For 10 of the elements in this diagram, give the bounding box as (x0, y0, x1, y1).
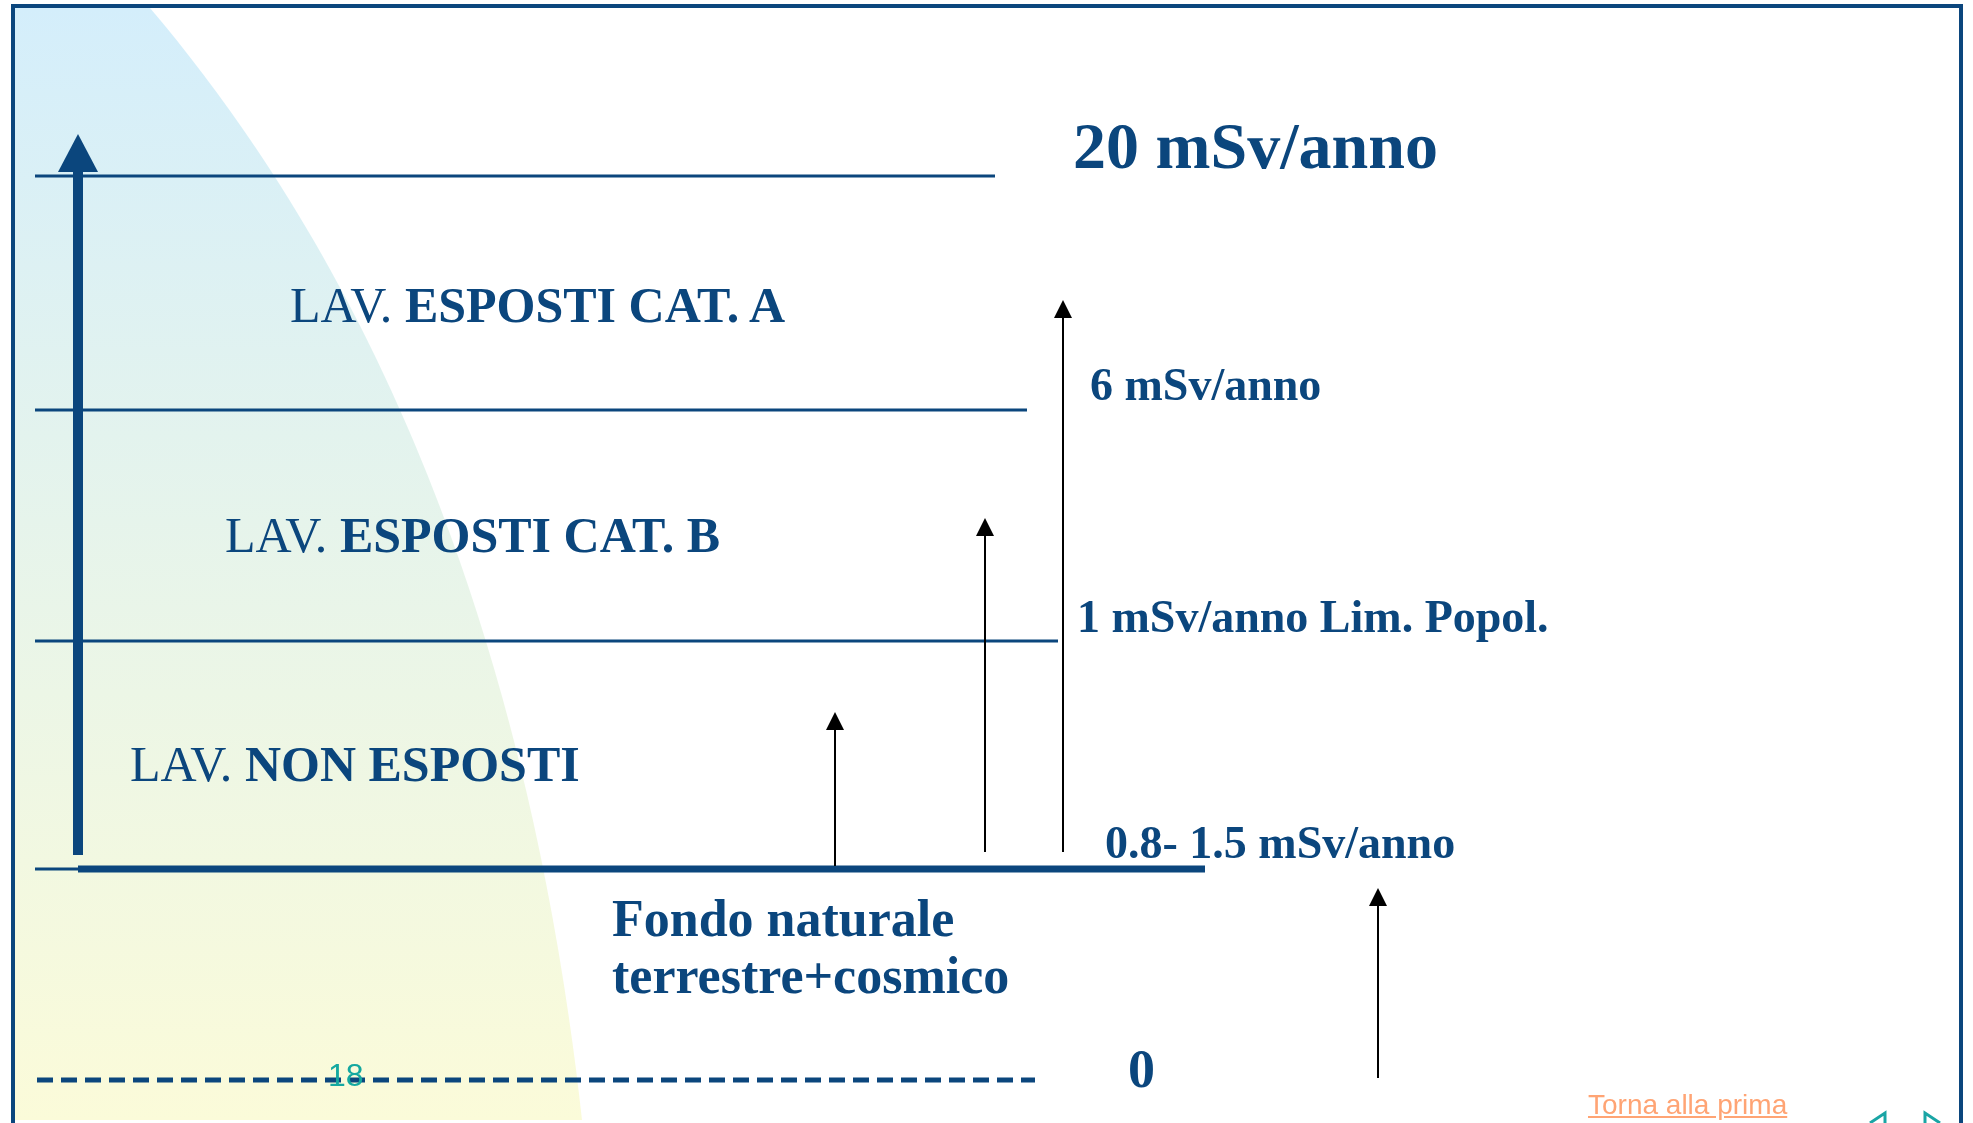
category-label: LAV. ESPOSTI CAT. B (225, 508, 721, 563)
background-label: Fondo naturale terrestre+cosmico (612, 890, 1011, 1005)
dose-value: 6 mSv/anno (1090, 360, 1322, 411)
back-link: Torna alla prima (1588, 1090, 1788, 1121)
category-label: LAV. NON ESPOSTI (130, 737, 580, 792)
dose-value: 1 mSv/anno Lim. Popol. (1077, 592, 1549, 643)
dose-value: 20 mSv/anno (1073, 110, 1438, 183)
dose-value: 0 (1128, 1040, 1155, 1100)
dose-value: 0.8- 1.5 mSv/anno (1105, 818, 1456, 869)
category-label: LAV. ESPOSTI CAT. A (290, 278, 786, 333)
